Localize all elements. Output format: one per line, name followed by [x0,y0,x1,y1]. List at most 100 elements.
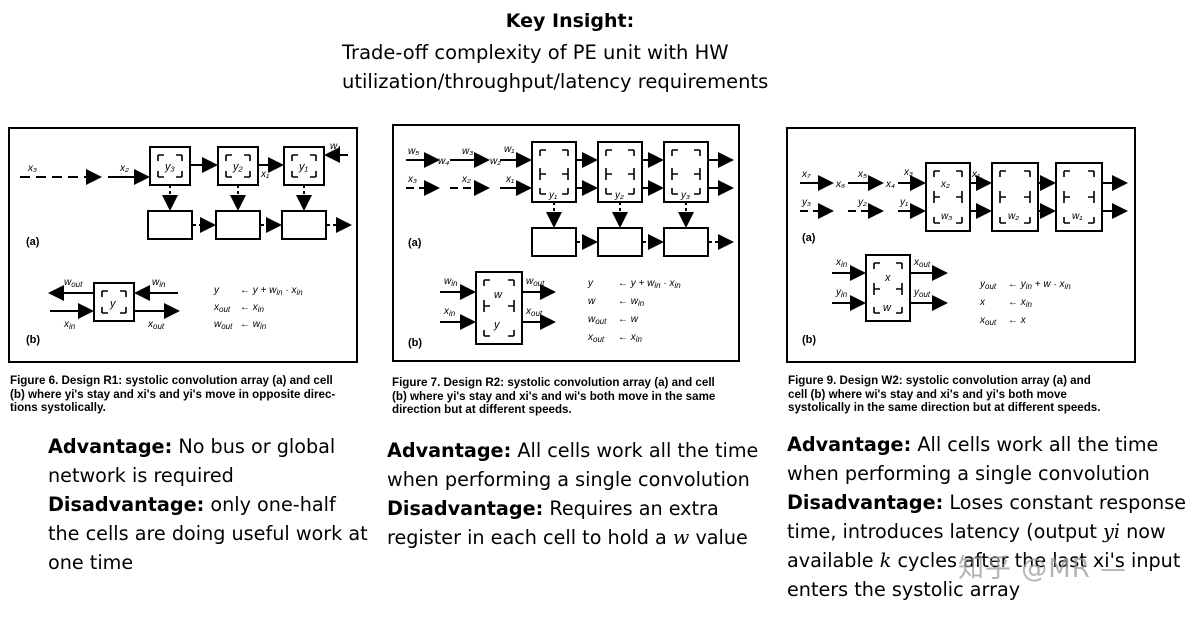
svg-text:w₃: w₃ [941,211,952,222]
advantage-text: No bus or global network is required [48,435,336,487]
port-wout: wout [64,277,83,289]
figure-6-caption: Figure 6. Design R1: systolic convolutio… [10,374,365,415]
disadvantage-text-mid: now available [787,520,1166,572]
svg-text:y₂: y₂ [232,161,244,173]
caption-line: Figure 7. Design R2: systolic convolutio… [392,376,715,389]
output-box-1 [531,227,577,257]
port-win: win [444,276,458,288]
part-a-label: (a) [408,237,422,249]
output-box-3 [281,210,327,240]
caption-line: (b) where yi's stay and xi's and yi's mo… [10,387,336,401]
cell-y2: y₂ [217,146,259,186]
label-x1: x₁ [971,169,980,180]
subtitle-line-2: utilization/throughput/latency requireme… [342,70,769,93]
svg-text:w₁: w₁ [1072,211,1082,222]
svg-text:y: y [587,278,594,289]
part-b-label: (b) [408,337,422,349]
advantage-text: All cells work all the time when perform… [787,433,1159,485]
watermark: 知乎 @MR — [958,554,1128,584]
port-yout: yout [913,287,931,299]
part-a-label: (a) [26,236,40,248]
svg-text:y₂: y₂ [614,190,624,201]
label-w5: w₅ [408,146,419,157]
port-xout: xout [913,257,931,269]
svg-text:w: w [588,296,596,307]
svg-text:← y + win · xin: ← y + win · xin [240,285,303,297]
figure-6-diagram: x₃ x₂ y₃ y₂ x₁ y₁ w₁ [8,127,358,363]
svg-text:← w: ← w [618,314,639,325]
port-xin: xin [63,319,76,331]
key-insight-title: Key Insight: [505,10,635,32]
svg-text:y: y [213,285,220,296]
figure-9-svg: x₇ x₆ x₅ x₄ x₃ y₃ y₂ y₁ x₂ w₃ x₁ w₂ [786,127,1136,363]
cell-y1: y₁ [283,146,325,186]
svg-text:w: w [494,289,503,301]
disadvantage-variable-y: yi [1103,520,1120,543]
output-box-2 [597,227,643,257]
svg-text:y₃: y₃ [164,161,176,173]
figure-9-diagram: x₇ x₆ x₅ x₄ x₃ y₃ y₂ y₁ x₂ w₃ x₁ w₂ [786,127,1136,363]
port-xout: xout [147,319,165,331]
svg-text:← xin: ← xin [240,302,265,314]
output-box-2 [215,210,261,240]
disadvantage-text: only one-half the cells are doing useful… [48,493,368,574]
label-x5: x₅ [857,169,867,180]
svg-text:← x: ← x [1008,315,1027,326]
port-yin: yin [835,287,848,299]
disadvantage-label: Disadvantage: [787,491,944,514]
label-x2: x₂ [461,174,471,185]
svg-text:xout: xout [587,332,605,344]
key-insight-subtitle: Trade-off complexity of PE unit with HW … [342,38,862,96]
svg-text:wout: wout [588,314,607,326]
equations: y← y + win · xin xout← xin wout← win [213,285,303,331]
svg-text:xout: xout [979,315,997,327]
caption-line: direction but at different speeds. [392,403,572,417]
port-xin: xin [835,257,848,269]
svg-text:x₂: x₂ [940,179,950,190]
svg-text:wout: wout [214,319,233,331]
advantage-label: Advantage: [387,439,512,462]
subtitle-line-1: Trade-off complexity of PE unit with HW [342,41,729,64]
cell-b: y [93,282,135,322]
advantage-label: Advantage: [48,435,173,458]
advantage-label: Advantage: [787,433,912,456]
label-x3: x₃ [407,174,417,185]
disadvantage-variable-k: k [879,549,892,572]
svg-text:x: x [884,272,891,284]
label-y1: y₁ [899,197,908,208]
svg-text:yout: yout [979,279,997,291]
svg-text:xout: xout [213,302,231,314]
caption-line: systolically in the same direction but a… [788,401,1101,415]
disadvantage-text-end: cycles after the last xi's input enters … [787,549,1181,601]
label-x2: x₂ [119,163,129,174]
figure-6-svg: x₃ x₂ y₃ y₂ x₁ y₁ w₁ [8,127,358,363]
svg-text:← xin: ← xin [618,332,643,344]
cell-b: x w [865,254,911,322]
disadvantage-text: Loses constant response time, introduces… [787,491,1187,543]
figure-9-description: Advantage: All cells work all the time w… [787,430,1187,604]
figure-7-diagram: w₅ w₄ w₃ w₂ w₁ x₃ x₂ x₁ y₁ y₂ y₃ [392,124,740,362]
cell-y1: y₁ [531,141,577,203]
port-win: win [152,277,166,289]
port-wout: wout [526,276,545,288]
figure-7-svg: w₅ w₄ w₃ w₂ w₁ x₃ x₂ x₁ y₁ y₂ y₃ [392,124,740,362]
svg-text:y₁: y₁ [548,190,557,201]
disadvantage-variable: w [672,526,690,549]
equations: yout← yin + w · xin x← xin xout← x [979,279,1071,327]
disadvantage-text-end: value [689,526,748,549]
label-y2: y₂ [857,197,867,208]
label-w1: w₁ [330,141,340,152]
figure-9-caption: Figure 9. Design W2: systolic convolutio… [788,374,1148,415]
disadvantage-label: Disadvantage: [387,497,544,520]
figure-6-description: Advantage: No bus or global network is r… [48,432,373,577]
label-w4: w₄ [438,156,449,167]
label-x3: x₃ [903,167,913,178]
equations: y← y + win · xin w← win wout← w xout← xi… [587,278,681,344]
svg-text:y: y [109,298,117,310]
disadvantage-text: Requires an extra register in each cell … [387,497,719,549]
cell-y3: y₃ [149,146,191,186]
svg-text:y₁: y₁ [298,161,309,173]
label-x6: x₆ [835,179,845,190]
cell-b: w y [475,271,523,345]
part-b-label: (b) [802,334,816,346]
